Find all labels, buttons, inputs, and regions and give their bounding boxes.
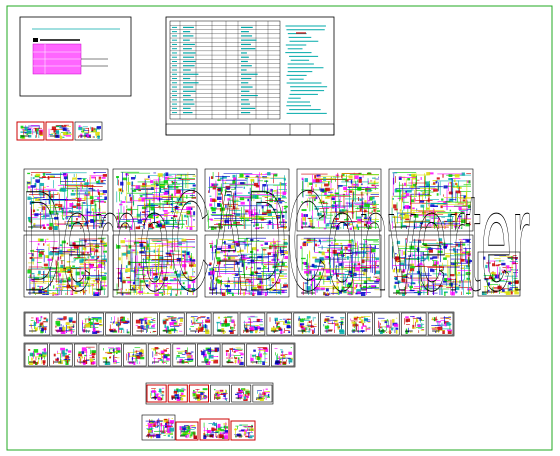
elevation-sheet [266, 312, 293, 336]
cover-thumbnails [16, 121, 103, 141]
elevation-sheet [239, 312, 266, 336]
elevation-sheet [123, 343, 147, 367]
elevation-sheet [73, 343, 98, 367]
detail-sheet [141, 414, 176, 441]
floor-plan-sheet [23, 168, 109, 232]
elevation-sheet [221, 343, 246, 367]
floor-plan-sheet [112, 168, 198, 232]
floor-plan-sheet [112, 234, 198, 298]
index-table [169, 20, 281, 120]
elevation-sheet [271, 343, 295, 367]
detail-sheet [210, 384, 230, 403]
detail-sheet [230, 420, 256, 441]
cover-thumbnail [45, 121, 74, 141]
medium-plan-row-1 [23, 311, 455, 337]
elevation-sheet [24, 343, 48, 367]
elevation-sheet [427, 312, 454, 336]
floor-plan-sheet [23, 234, 109, 298]
large-plan-row-1 [23, 168, 474, 232]
elevation-sheet [293, 312, 319, 336]
floor-plan-sheet [296, 168, 382, 232]
elevation-sheet [147, 343, 172, 367]
elevation-sheet [24, 312, 51, 336]
watermark-text: DemoCADConverter [22, 161, 530, 320]
elevation-sheet [49, 343, 73, 367]
floor-plan-sheet [388, 234, 474, 298]
elevation-sheet [98, 343, 122, 367]
elevation-sheet [212, 312, 239, 336]
detail-sheet [167, 384, 188, 403]
section-sheet [477, 251, 521, 297]
elevation-sheet [320, 312, 346, 336]
elevation-sheet [132, 312, 158, 336]
index-notes [285, 25, 328, 114]
detail-row-2 [141, 414, 256, 441]
detail-sheet [199, 418, 230, 441]
detail-sheet [188, 384, 209, 403]
elevation-sheet [347, 312, 373, 336]
cover-thumbnail [74, 121, 103, 141]
elevation-sheet [159, 312, 185, 336]
elevation-sheet [185, 312, 212, 336]
detail-sheet [252, 384, 273, 403]
elevation-sheet [246, 343, 270, 367]
floor-plan-sheet [204, 168, 290, 232]
elevation-sheet [374, 312, 400, 336]
cover-thumbnail [16, 121, 45, 141]
large-plan-row-2 [23, 234, 521, 298]
detail-sheet [231, 384, 252, 403]
elevation-sheet [105, 312, 131, 336]
elevation-sheet [51, 312, 78, 336]
detail-row-1 [145, 382, 274, 405]
elevation-sheet [172, 343, 196, 367]
cover-sheet [19, 16, 132, 97]
medium-plan-row-2 [23, 342, 296, 368]
floor-plan-sheet [204, 234, 290, 298]
floor-plan-sheet [388, 168, 474, 232]
detail-sheet [146, 384, 167, 403]
drawing-index-sheet [165, 16, 335, 136]
detail-sheet [175, 421, 199, 441]
outer-frame [6, 5, 553, 451]
elevation-sheet [78, 312, 104, 336]
elevation-sheet [400, 312, 427, 336]
floor-plan-sheet [296, 234, 382, 298]
elevation-sheet [197, 343, 221, 367]
